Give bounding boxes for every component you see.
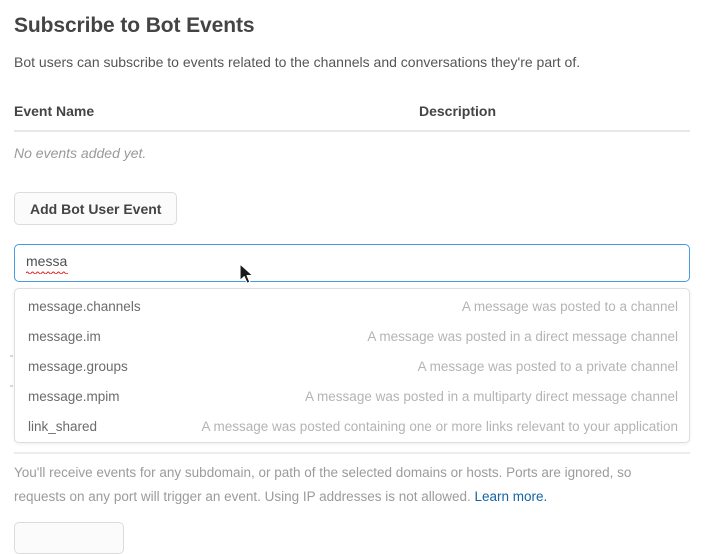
dropdown-option-name: message.channels — [28, 298, 141, 314]
dropdown-option[interactable]: message.groups A message was posted to a… — [15, 351, 689, 381]
dropdown-option-name: link_shared — [28, 418, 98, 434]
dropdown-option[interactable]: message.im A message was posted in a dir… — [15, 321, 689, 351]
dropdown-option-description: A message was posted to a private channe… — [417, 358, 678, 374]
dropdown-option[interactable]: message.channels A message was posted to… — [15, 291, 689, 321]
event-search-input[interactable] — [14, 244, 690, 282]
dropdown-option-description: A message was posted containing one or m… — [201, 418, 678, 434]
dropdown-option-description: A message was posted in a multiparty dir… — [305, 388, 678, 404]
column-header-event-name: Event Name — [14, 103, 95, 119]
obscured-field-marker-top — [10, 355, 13, 357]
footer-save-button[interactable] — [14, 522, 124, 554]
dropdown-option-description: A message was posted in a direct message… — [367, 328, 678, 344]
learn-more-link[interactable]: Learn more. — [474, 489, 548, 504]
obscured-field-marker-bottom — [10, 385, 13, 387]
dropdown-option-name: message.im — [28, 328, 101, 344]
dropdown-option[interactable]: link_shared A message was posted contain… — [15, 411, 689, 441]
dropdown-option-name: message.groups — [28, 358, 128, 374]
events-table-empty-message: No events added yet. — [14, 145, 147, 161]
page-subtitle: Bot users can subscribe to events relate… — [14, 54, 581, 70]
column-header-description: Description — [419, 103, 497, 119]
page-title: Subscribe to Bot Events — [14, 14, 255, 37]
footer-note-text: You'll receive events for any subdomain,… — [14, 465, 632, 504]
event-suggestions-dropdown[interactable]: message.channels A message was posted to… — [14, 288, 690, 443]
footer-divider — [14, 452, 690, 454]
subscribe-bot-events-page: Subscribe to Bot Events Bot users can su… — [10, 14, 690, 554]
dropdown-option-name: message.mpim — [28, 388, 120, 404]
events-table-header: Event Name Description — [14, 103, 690, 123]
footer-note: You'll receive events for any subdomain,… — [14, 461, 682, 509]
dropdown-option[interactable]: message.mpim A message was posted in a m… — [15, 381, 689, 411]
table-header-divider — [14, 130, 690, 132]
add-bot-user-event-button[interactable]: Add Bot User Event — [14, 192, 178, 225]
dropdown-option-description: A message was posted to a channel — [461, 298, 678, 314]
